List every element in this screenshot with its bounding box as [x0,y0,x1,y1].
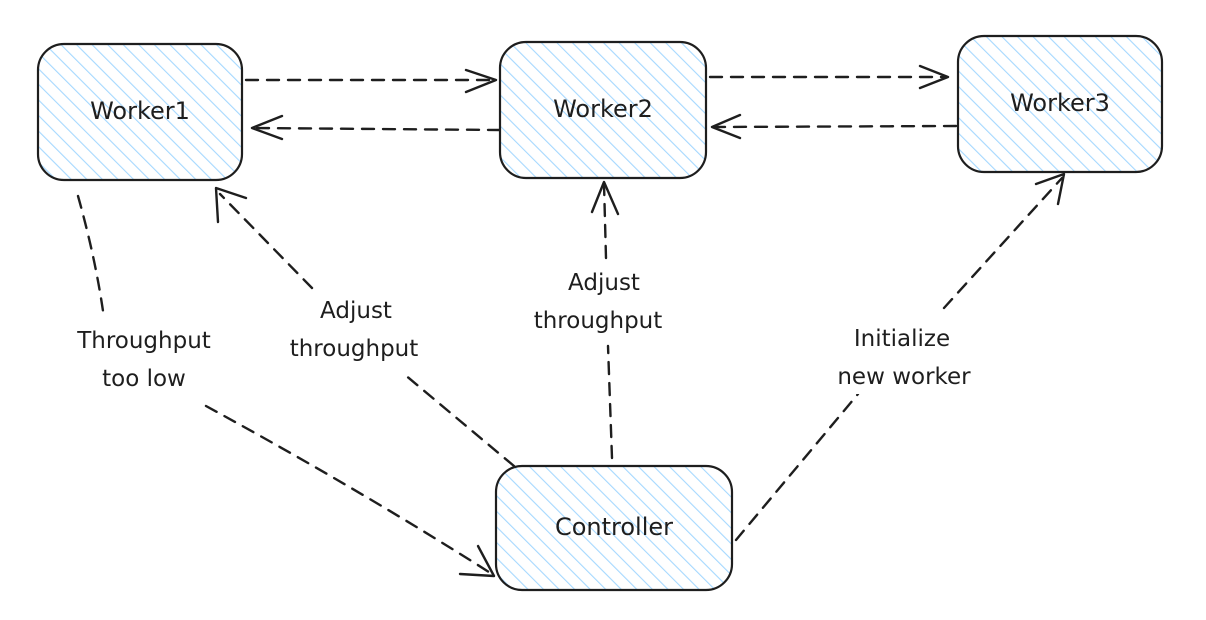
edge-label-line: new worker [837,364,971,390]
edge-worker1-to-worker2 [244,68,498,94]
edge-label-line: Adjust [568,270,640,296]
edge-controller-to-worker3 [734,172,1066,542]
edge-label-line: Throughput [76,328,211,354]
edge-label-initialize-new-worker: Initialize new worker [816,318,992,394]
node-label-worker2: Worker2 [553,95,653,123]
edge-worker3-to-worker2 [710,113,958,140]
edge-controller-to-worker1 [214,186,516,468]
edge-label-line: too low [102,366,186,392]
edge-label-adjust-throughput-worker2: Adjust throughput [514,262,680,340]
node-label-worker3: Worker3 [1010,89,1110,117]
edge-controller-to-worker2 [590,180,620,460]
edge-label-line: throughput [534,308,663,334]
edge-worker2-to-worker1 [250,114,502,141]
node-worker1: Worker1 [36,42,244,182]
edge-label-line: Initialize [854,326,950,352]
node-controller: Controller [494,464,734,592]
node-worker3: Worker3 [956,34,1164,174]
node-worker2: Worker2 [498,40,708,180]
edge-label-throughput-too-low: Throughput too low [56,320,230,396]
edge-label-line: throughput [290,336,419,362]
node-label-controller: Controller [555,513,673,541]
edge-label-line: Adjust [320,298,392,324]
edge-worker2-to-worker3 [708,64,950,90]
node-label-worker1: Worker1 [90,97,190,125]
edge-label-adjust-throughput-worker1: Adjust throughput [270,290,436,368]
edge-worker1-to-controller [76,194,496,578]
